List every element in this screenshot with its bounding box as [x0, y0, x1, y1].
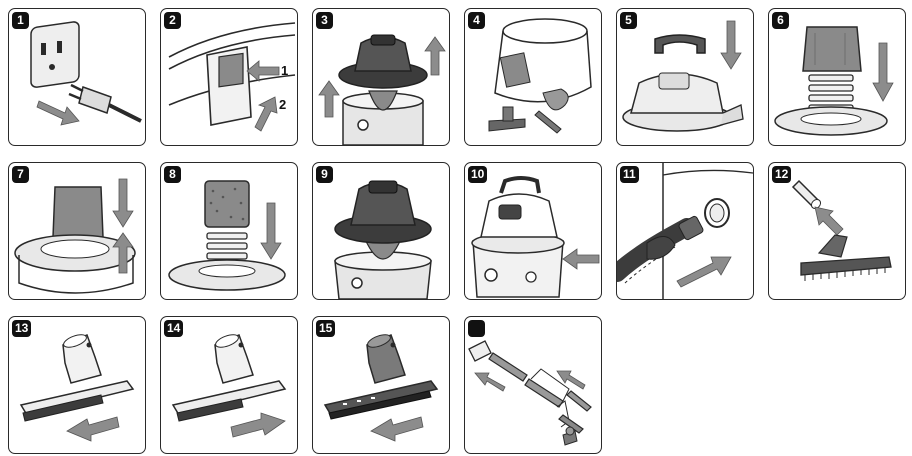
filter-seat-illustration: [14, 178, 136, 294]
step-number: [468, 320, 485, 337]
hose-inlet-illustration: [617, 163, 753, 299]
step-panel-5: 5: [616, 8, 754, 146]
filter-cage: [808, 74, 854, 112]
arrow-icon: [424, 36, 446, 76]
step-number: 15: [316, 320, 336, 337]
arrow-icon: [556, 370, 586, 390]
squeegee-illustration: [323, 334, 439, 442]
step-number: 11: [620, 166, 639, 183]
step-panel-16: [464, 316, 602, 454]
step-number: 5: [620, 12, 637, 29]
step-panel-10: 10: [464, 162, 602, 300]
brush-strip: [176, 398, 244, 422]
foam-sleeve-illustration: [168, 180, 286, 291]
step-number: 14: [164, 320, 184, 337]
arrow-icon: [260, 202, 282, 260]
step-number: 3: [316, 12, 333, 29]
foam-filter: [499, 52, 531, 88]
replace-head-illustration: [334, 180, 432, 299]
accessories-illustration: [488, 18, 592, 134]
arrow-icon: [318, 80, 340, 118]
step-panel-1: 1: [8, 8, 146, 146]
step-panel-15: 15: [312, 316, 450, 454]
filter-cage: [206, 232, 248, 260]
filter-install-illustration: [774, 26, 894, 136]
step-panel-3: 3: [312, 8, 450, 146]
step-number: 6: [772, 12, 789, 29]
arrow-icon: [720, 20, 742, 70]
nozzle-wand-illustration: [791, 179, 892, 281]
arrow-icon: [246, 60, 280, 82]
step-panel-8: 8: [160, 162, 298, 300]
step-panel-14: 14: [160, 316, 298, 454]
arrow-icon: [872, 42, 894, 102]
extension-wand: [566, 390, 592, 412]
step-number: 2: [164, 12, 181, 29]
step-panel-4: 4: [464, 8, 602, 146]
squeegee-strip: [328, 390, 432, 420]
wall-outlet: [30, 21, 80, 88]
arrow-icon: [676, 256, 732, 288]
hose: [617, 218, 696, 282]
handle-illustration: [622, 20, 744, 132]
attach-hose-illustration: [471, 176, 600, 298]
step-number: 13: [12, 320, 32, 337]
carry-handle: [654, 34, 706, 54]
arrow-icon: [254, 96, 278, 132]
callout-2: 2: [279, 97, 286, 112]
step-number: 9: [316, 166, 333, 183]
foam-filter: [204, 180, 250, 228]
arrow-icon: [230, 412, 286, 438]
step-panel-7: 7: [8, 162, 146, 300]
latch-illustration: 1 2: [168, 22, 296, 132]
arrow-icon: [370, 416, 424, 442]
extension-wand: [488, 352, 528, 382]
accessory-assembly-illustration: [468, 340, 592, 446]
filter: [52, 186, 104, 238]
callout-1: 1: [281, 63, 288, 78]
carry-handle: [499, 176, 541, 194]
step-number: 12: [772, 166, 792, 183]
plug-body: [78, 86, 112, 114]
brush-strip: [22, 394, 104, 422]
unplug-illustration: [30, 21, 142, 126]
hose-end: [468, 340, 492, 362]
step-number: 8: [164, 166, 181, 183]
step-number: 4: [468, 12, 485, 29]
brush-insert-illustration: [19, 334, 135, 442]
latch-tab: [218, 52, 244, 88]
step-panel-9: 9: [312, 162, 450, 300]
arrow-icon: [562, 248, 600, 270]
filter: [368, 90, 398, 111]
crevice-tool: [524, 378, 564, 408]
step-number: 1: [12, 12, 29, 29]
step-panel-2: 2 1 2: [160, 8, 298, 146]
step-panel-12: 12: [768, 162, 906, 300]
step-panel-11: 11: [616, 162, 754, 300]
arrow-icon: [112, 178, 134, 228]
crevice-tool: [534, 110, 562, 134]
arrow-icon: [474, 372, 506, 392]
step-panel-6: 6: [768, 8, 906, 146]
crevice-tool: [558, 414, 584, 434]
hand: [646, 236, 676, 260]
arrow-icon: [814, 206, 844, 236]
floor-nozzle: [817, 234, 848, 258]
arrow-icon: [36, 100, 80, 126]
filter: [802, 26, 862, 72]
step-number: 10: [468, 166, 488, 183]
step-panel-13: 13: [8, 316, 146, 454]
arrow-icon: [66, 416, 120, 442]
lift-head-illustration: [318, 34, 446, 145]
step-number: 7: [12, 166, 29, 183]
brush-remove-illustration: [171, 334, 287, 438]
arrow-icon: [112, 232, 134, 274]
filter: [542, 88, 569, 111]
